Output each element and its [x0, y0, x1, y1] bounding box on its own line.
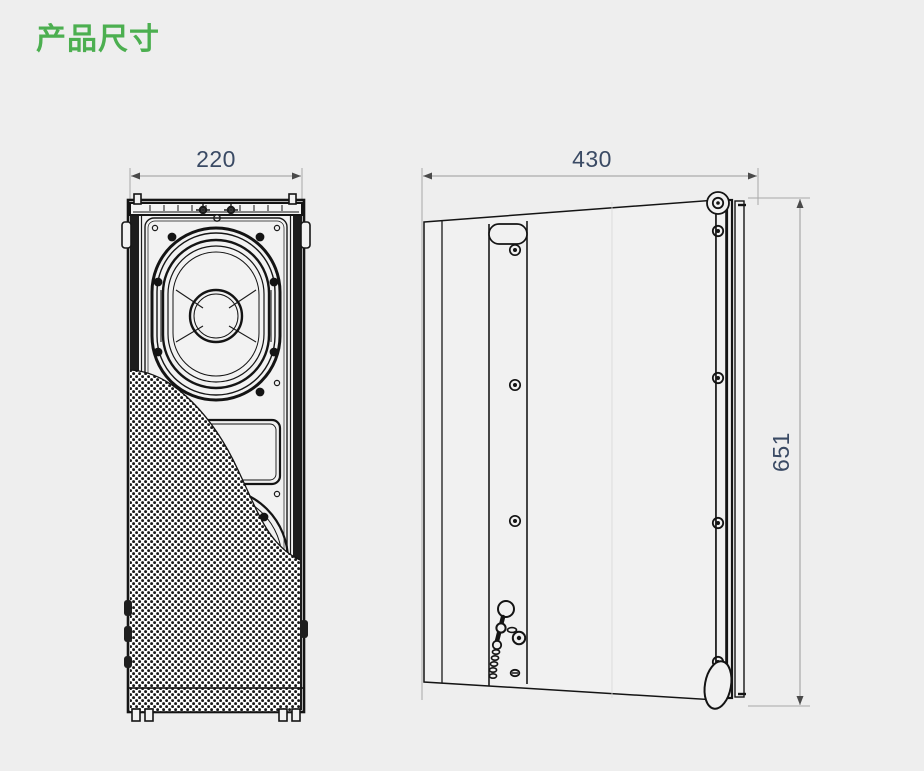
side-fly-point-top [706, 191, 730, 215]
front-rail-post-left [133, 193, 142, 205]
dimension-651: 651 [748, 197, 810, 707]
front-woofer-driver [150, 226, 282, 402]
dimension-label-depth: 430 [572, 146, 612, 172]
side-panel-screws [508, 243, 522, 528]
front-right-wall [293, 202, 302, 710]
front-view [121, 193, 311, 722]
front-left-handles [121, 221, 132, 668]
dimension-label-width: 220 [196, 146, 236, 172]
side-rear-rail [715, 198, 746, 701]
side-center-panel [488, 221, 528, 686]
front-rail-post-right [288, 193, 297, 205]
side-handle-slot [488, 223, 528, 245]
front-top-rail [129, 193, 303, 222]
page-title: 产品尺寸 [36, 22, 160, 57]
dimension-label-height: 651 [768, 432, 794, 472]
side-tilt-foot [703, 660, 733, 710]
front-right-handles [300, 221, 311, 638]
side-cabinet-outline [423, 199, 717, 701]
side-connector-assembly [488, 600, 527, 679]
side-view [423, 191, 746, 710]
dimension-220: 220 [129, 146, 303, 210]
front-base-feet [127, 687, 305, 722]
dimension-430: 430 [421, 146, 759, 700]
